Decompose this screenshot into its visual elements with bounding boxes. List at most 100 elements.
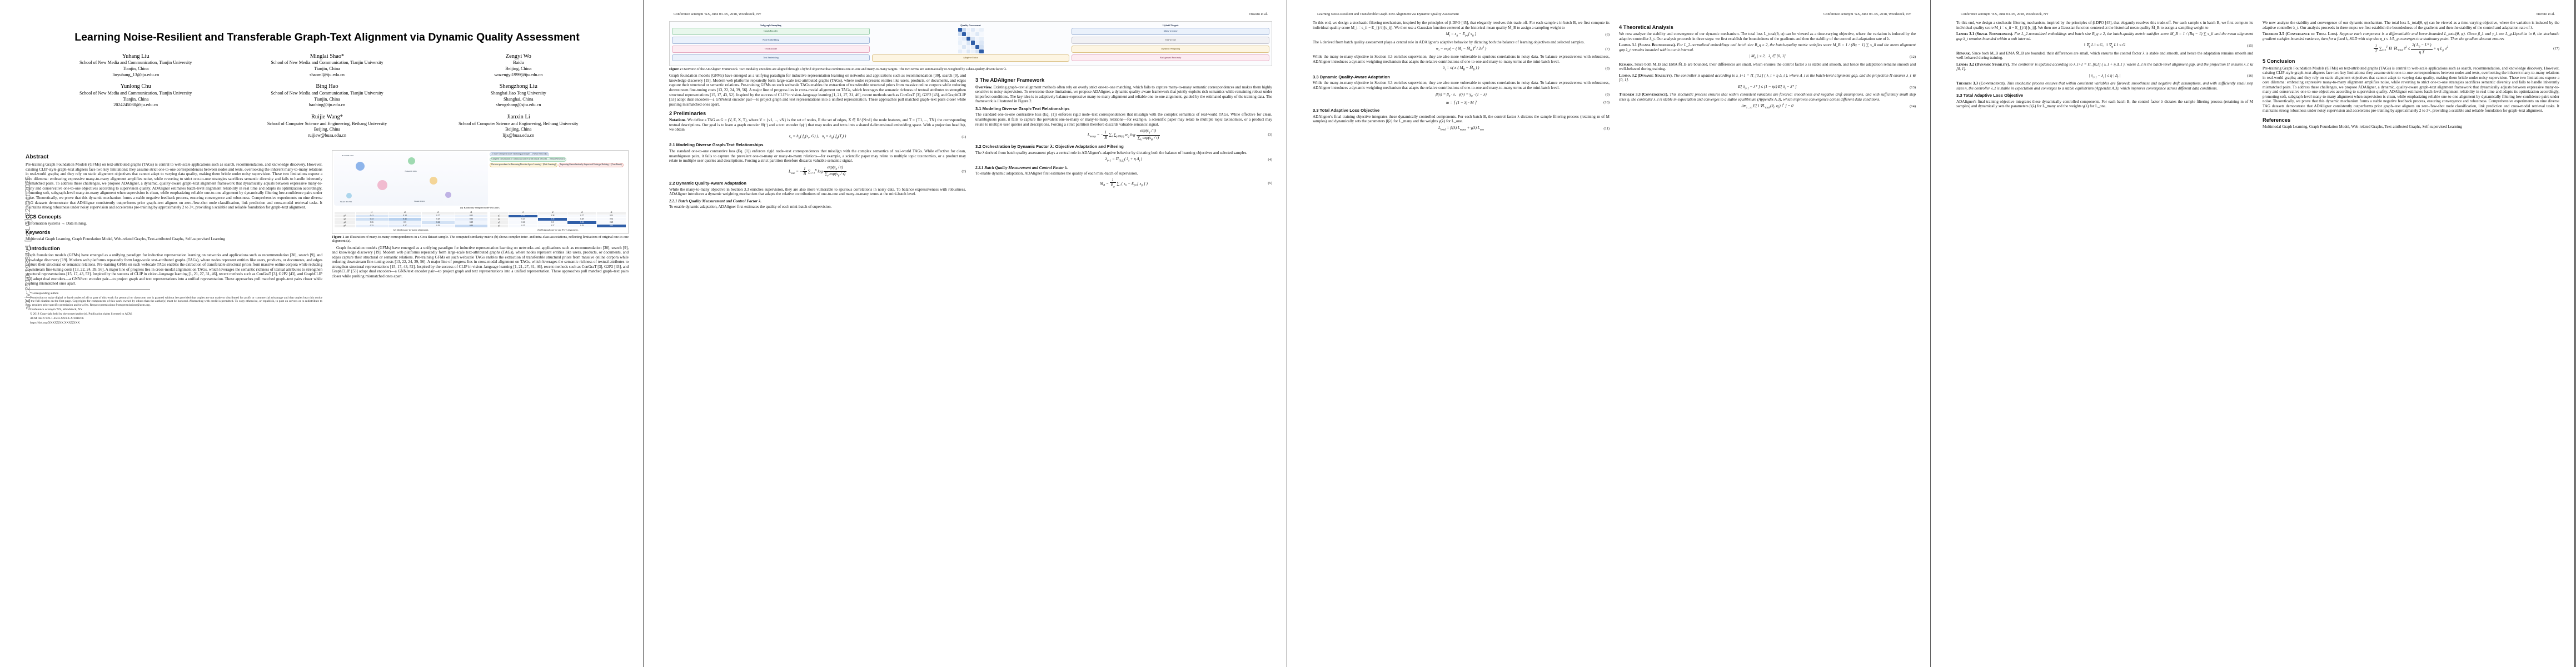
equation-6-body: Mi = sii − Ej≠i[ sij ] — [1446, 32, 1477, 38]
conclusion-heading: 5 Conclusion — [2263, 58, 2295, 64]
matrix-cell: 0.33 — [596, 217, 626, 222]
matrix-row: g2 0.43 0.45 0.28 0.33 — [334, 217, 489, 222]
lemma-a2-name: Lemma 3.2 (Dynamic Stability). — [1956, 62, 2010, 67]
author-name: Zengyi Wo — [505, 53, 531, 59]
architecture-column-matrix: Quality Assessment Adaptive Factor — [871, 24, 1070, 63]
equation-10: m = ⌈ (1 − λ) · M ⌉ (10) — [1313, 100, 1610, 106]
section-3-1-body: The standard one-to-one contrastive loss… — [975, 112, 1272, 127]
body-paragraph: Graph foundation models (GFMs) have emer… — [669, 73, 966, 107]
author-location: Tianjin, China — [314, 66, 340, 71]
ccs-body: • Information systems → Data mining. — [26, 221, 87, 226]
equation-9-body: β(λ) = β0 · λ, γ(λ) = γ0 · (1 − λ) — [1436, 92, 1487, 98]
equation-11-number: (11) — [1603, 126, 1610, 131]
lemma-3-1-name: Lemma 3.1 (Signal Boundedness). — [1619, 43, 1676, 48]
equation-1: zv = hψ( fθ(xv, G) ), ui = hψ( fφ(Ti) ) … — [669, 134, 966, 141]
page3-left-column: To this end, we design a stochastic filt… — [1313, 21, 1610, 133]
matrix-cell: 0.44 — [454, 224, 489, 228]
matrix-row: g3 0.26 0.3 0.42 0.28 — [490, 221, 626, 225]
equation-13-number: (13) — [1910, 85, 1916, 89]
graph-node — [355, 162, 365, 171]
introduction-heading: 1 Introduction — [26, 245, 60, 251]
matrix-cell: 0.33 — [454, 217, 489, 222]
figure-2-graphic: Subgraph Sampling Graph Encoder Node Emb… — [669, 21, 1272, 66]
author-name: Shengzhong Liu — [499, 83, 537, 90]
figure-1-graphic: Node1 ID 1502 Node2 ID 1065 Node3 ID 150… — [332, 150, 629, 234]
similarity-matrix-b: t1 t2 t3 t4 g1 0.41 0.38 — [490, 211, 626, 228]
page1-left-column: Abstract Pre-training Graph Foundation M… — [26, 148, 322, 326]
author-email: liuyuhang_13@tju.edu.cn — [112, 72, 160, 77]
preliminaries-heading: 2 Preliminaries — [669, 111, 706, 117]
body-paragraph: To this end, we design a stochastic filt… — [1313, 21, 1610, 30]
theorem-3-3: Theorem 3.3 (Convergence). This stochast… — [1619, 92, 1916, 102]
matrix-cell: 0.29 — [567, 224, 597, 228]
equation-17-number: (17) — [2553, 46, 2559, 51]
author-entry: Shengzhong Liu Shanghai Jiao Tong Univer… — [423, 83, 614, 108]
architecture-group-title: Subgraph Sampling — [760, 24, 781, 27]
page1-columns: Abstract Pre-training Graph Foundation M… — [26, 148, 629, 326]
matrix-row-header: g4 — [334, 224, 356, 228]
equation-1-body: zv = hψ( fθ(xv, G) ), ui = hψ( fφ(Ti) ) — [789, 133, 846, 140]
node-label: Node2 ID 1065 — [405, 170, 417, 173]
section-3-2-1-body: To enable dynamic adaptation, ADAligner … — [975, 171, 1138, 176]
header-right: Trovato et al. — [1248, 12, 1268, 16]
architecture-column-input: Subgraph Sampling Graph Encoder Node Emb… — [672, 24, 870, 63]
theorem-3-5: Theorem 3.5 (Convergence of Total Loss).… — [2263, 32, 2559, 41]
page-header: Conference acronym 'XX, June 03–05, 2018… — [1956, 12, 2559, 19]
similarity-matrix-a: t1 t2 t3 t4 g1 0.41 0.38 — [334, 211, 489, 228]
theory-intro: We now analyze the stability and converg… — [1619, 32, 1916, 41]
matrix-row-header: g3 — [490, 221, 509, 225]
page3-columns: To this end, we design a stochastic filt… — [1313, 21, 1916, 133]
equation-10-body: m = ⌈ (1 − λ) · M ⌉ — [1446, 100, 1477, 105]
references-heading: References — [2263, 117, 2291, 123]
document-page-1[interactable]: arXiv:2510.19384v1 [cs.LG] 22 Oct 2025 L… — [0, 0, 644, 667]
overview-text: Existing graph–text alignment methods of… — [975, 84, 1272, 104]
keywords-body: Multimodal Graph Learning, Graph Foundat… — [26, 237, 225, 242]
document-page-3[interactable]: Learning Noise-Resilient and Transferabl… — [1287, 0, 1931, 667]
author-email: shaoml@tju.edu.cn — [310, 72, 345, 77]
section-3-4-body: ADAligner's final training objective int… — [1313, 114, 1610, 124]
equation-12: | MB | ≤ 2, λt ∈ [0, 1] (12) — [1619, 54, 1916, 61]
figure-1-text-panel: A cluster of experts model exhibiting pr… — [490, 152, 626, 206]
notations-paragraph: Notations. We define a TAG as G = (V, E,… — [669, 118, 966, 132]
matrix-cell: 0.28 — [454, 221, 489, 225]
matrix-cell: 0.44 — [596, 224, 626, 228]
matrix-cell: 0.31 — [596, 214, 626, 218]
theorem-3-3-text: This stochastic process ensures that wit… — [1619, 92, 1916, 102]
equation-9: β(λ) = β0 · λ, γ(λ) = γ0 · (1 − λ) (9) — [1313, 92, 1610, 99]
remark-text: Since both M_B and EMA M̄_B are bounded,… — [1956, 51, 2253, 61]
remark-name: Remark. — [1956, 51, 1971, 56]
equation-12-body: | MB | ≤ 2, λt ∈ [0, 1] — [1749, 54, 1786, 60]
document-page-2[interactable]: Conference acronym 'XX, June 03–05, 2018… — [644, 0, 1287, 667]
author-entry: Jianxin Li School of Computer Science an… — [423, 113, 614, 139]
body-paragraph: While the many-to-many objective in Sect… — [1313, 54, 1610, 64]
figure-1-matrix-b: t1 t2 t3 t4 g1 0.41 0.38 — [490, 211, 626, 232]
equation-7-body: wi = exp( − ( Mi − M̄B )2 / 2σ2 ) — [1436, 46, 1487, 53]
architecture-block: Adaptive Factor — [871, 54, 1070, 62]
page-title: Learning Noise-Resilient and Transferabl… — [74, 31, 580, 43]
matrix-row-header: g2 — [490, 217, 509, 222]
figure-1-subcaption-a: (a) Ideal many-to-many alignment. — [393, 228, 429, 232]
section-total-loss-heading: 3.3 Total Adaptive Loss Objective — [1956, 93, 2024, 98]
figure-1-top-row: Node1 ID 1502 Node2 ID 1065 Node3 ID 150… — [334, 152, 626, 206]
remark-name: Remark. — [1619, 62, 1634, 67]
author-affiliation: School of Computer Science and Engineeri… — [267, 121, 387, 126]
footnote-line: Permission to make digital or hard copie… — [26, 296, 322, 307]
document-page-4[interactable]: Conference acronym 'XX, June 03–05, 2018… — [1931, 0, 2574, 667]
figure-2-caption-text: Overview of the ADAligner Framework. Two… — [682, 67, 1007, 71]
section-2-2-heading: 2.2 Dynamic Quality-Aware Adaptation — [669, 180, 746, 186]
matrix-cell: 0.28 — [596, 221, 626, 225]
matrix-cell: 0.35 — [508, 224, 539, 228]
page-header: Learning Noise-Resilient and Transferabl… — [1313, 12, 1916, 19]
figure-1-bottom-row: t1 t2 t3 t4 g1 0.41 0.38 — [334, 211, 626, 232]
section-2-2-1-body: To enable dynamic adaptation, ADAligner … — [669, 204, 832, 209]
equation-7-number: (7) — [1605, 47, 1610, 52]
theorem-3-3-name: Theorem 3.3 (Convergence). — [1619, 92, 1668, 97]
header-right: Trovato et al. — [2535, 12, 2555, 16]
equation-8: λt = σ( κ ( MB − M̄B ) ) (8) — [1313, 66, 1610, 72]
figure-2-caption: Figure 2 Overview of the ADAligner Frame… — [669, 67, 1272, 71]
